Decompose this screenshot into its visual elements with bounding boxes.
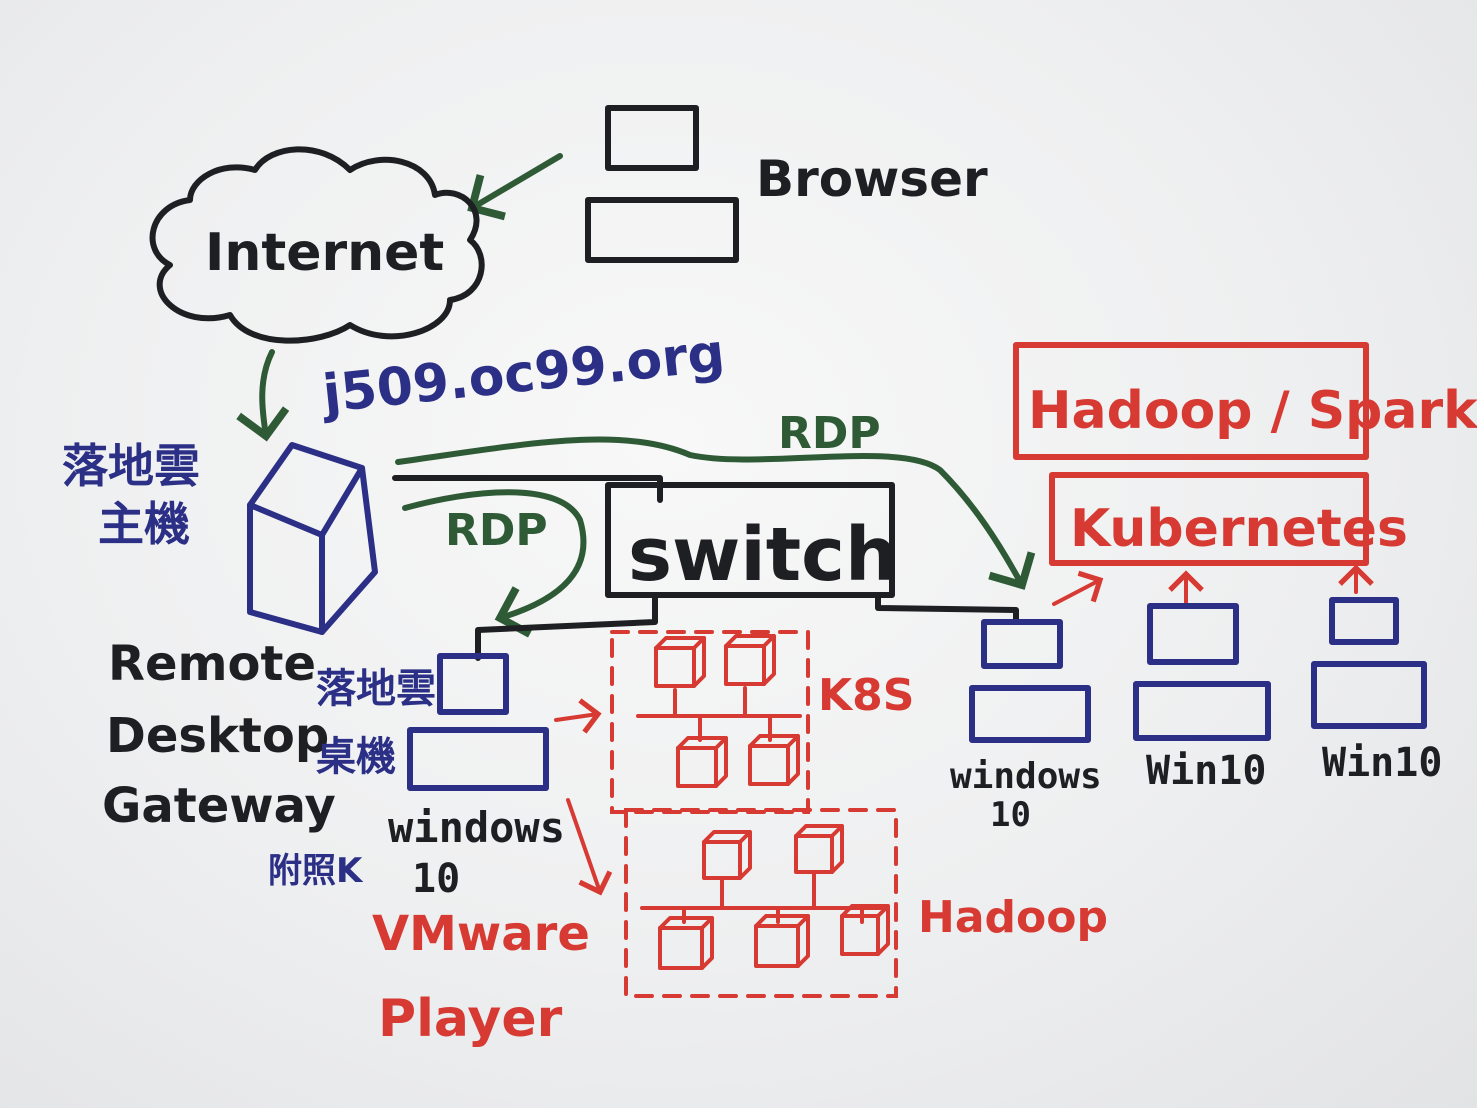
client-label-line2: 桌機 bbox=[316, 734, 396, 780]
k8s-node-icon bbox=[654, 636, 706, 688]
win10-a-label: Win10 bbox=[1146, 748, 1266, 794]
desktop-to-k8s-arrow bbox=[554, 698, 602, 734]
windows10-left-label-line2: 10 bbox=[412, 856, 460, 902]
cloud-host-label-line2: 主機 bbox=[98, 497, 190, 551]
rdp-top-link bbox=[395, 436, 1036, 590]
win10-a-desktop-icon bbox=[1133, 603, 1271, 741]
windows10-right-label-line1: windows bbox=[950, 756, 1102, 797]
rdp-top-label: RDP bbox=[778, 408, 881, 459]
windows10-desktop-icon bbox=[969, 619, 1091, 743]
windows-to-kubernetes-arrow bbox=[1052, 570, 1104, 606]
hadoop-spark-label: Hadoop / Spark bbox=[1028, 381, 1477, 441]
k8s-cluster bbox=[610, 630, 810, 814]
rdg-label-line2: Desktop bbox=[106, 708, 329, 764]
switch-box bbox=[605, 482, 895, 598]
hadoop-node-icon bbox=[840, 904, 890, 956]
client-label-line1: 落地雲 bbox=[316, 666, 436, 712]
cloud-host-server-icon bbox=[247, 442, 378, 635]
rdg-label-line1: Remote bbox=[108, 636, 316, 692]
windows10-left-label-line1: windows bbox=[388, 803, 565, 852]
win10-b-label: Win10 bbox=[1322, 740, 1442, 786]
browser-computer-icon bbox=[585, 105, 739, 263]
kubernetes-box bbox=[1049, 472, 1369, 566]
internet-to-host-arrow bbox=[236, 349, 290, 442]
hadoop-cluster bbox=[624, 808, 898, 998]
windows10-right-label-line2: 10 bbox=[990, 795, 1031, 835]
switch-to-windows-cable bbox=[875, 595, 1019, 625]
cloud-host-label-line1: 落地雲 bbox=[62, 439, 200, 493]
client-desktop-icon bbox=[407, 653, 549, 791]
vmware-label-line2: Player bbox=[378, 989, 563, 1049]
k8s-label: K8S bbox=[818, 670, 914, 721]
kubernetes-label: Kubernetes bbox=[1070, 499, 1408, 559]
vmware-label-line1: VMware bbox=[372, 906, 590, 962]
hadoop-node-icon bbox=[658, 916, 714, 970]
rdg-label-line3: Gateway bbox=[102, 778, 336, 834]
rdp-left-label: RDP bbox=[445, 505, 548, 556]
win10-b-desktop-icon bbox=[1311, 597, 1427, 729]
browser-label: Browser bbox=[756, 150, 988, 208]
internet-cloud-icon bbox=[149, 146, 485, 344]
k8s-node-icon bbox=[676, 736, 728, 788]
hadoop-spark-box bbox=[1013, 342, 1369, 460]
k8s-node-icon bbox=[724, 634, 776, 686]
host-to-switch-cable bbox=[392, 475, 663, 503]
switch-to-desktop-cable bbox=[475, 595, 658, 661]
browser-to-internet-arrow bbox=[467, 153, 563, 221]
hadoop-cluster-label: Hadoop bbox=[918, 892, 1108, 943]
internet-label: Internet bbox=[205, 223, 444, 283]
desktop-to-hadoop-arrow bbox=[566, 798, 613, 896]
rdp-left-link bbox=[402, 489, 587, 638]
hadoop-node-icon bbox=[754, 914, 810, 968]
hadoop-node-icon bbox=[794, 824, 844, 874]
hadoop-node-icon bbox=[702, 830, 752, 880]
attachment-label: 附照K bbox=[268, 851, 364, 891]
k8s-node-icon bbox=[748, 734, 800, 786]
switch-label: switch bbox=[628, 512, 898, 598]
